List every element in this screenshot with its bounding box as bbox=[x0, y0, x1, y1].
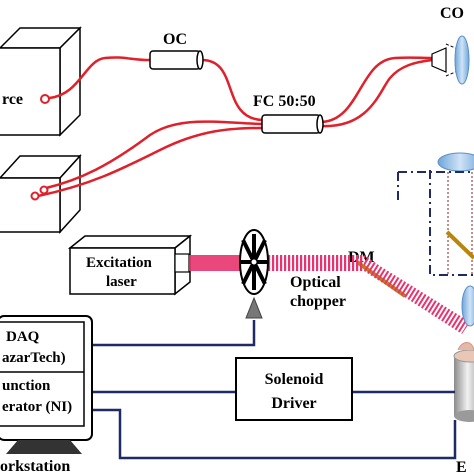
laser-beam-reflected bbox=[364, 255, 470, 334]
optical-fibers bbox=[37, 56, 433, 198]
excitation-laser: Excitation laser bbox=[67, 234, 193, 296]
fc-label: FC 50:50 bbox=[253, 93, 316, 110]
beam-guide bbox=[447, 172, 473, 275]
detector-port-2-icon bbox=[30, 191, 40, 201]
solenoid-driver: Solenoid Driver bbox=[235, 357, 353, 421]
function-generator-label-line2: erator (NI) bbox=[2, 399, 72, 415]
source-label: rce bbox=[2, 91, 23, 108]
probe-path bbox=[397, 170, 474, 276]
detector-box bbox=[0, 154, 82, 234]
focusing-lens-icon bbox=[437, 152, 474, 172]
excitation-label-line1: Excitation bbox=[86, 255, 152, 271]
bottom-right-label: E bbox=[456, 459, 467, 474]
function-generator-label-line1: unction bbox=[2, 378, 51, 394]
workstation-label: orkstation bbox=[0, 458, 70, 474]
sample-cell: E bbox=[453, 342, 474, 474]
laser-beam-chopped bbox=[266, 255, 364, 271]
daq-label-line1: DAQ bbox=[6, 329, 40, 345]
daq-label-line2: azarTech) bbox=[2, 350, 66, 366]
mirror-icon bbox=[445, 230, 474, 260]
laser-beam-solid bbox=[189, 255, 241, 271]
collimator: CO bbox=[431, 5, 470, 85]
co-label: CO bbox=[440, 5, 464, 22]
objective-lens-icon bbox=[461, 285, 474, 327]
chopper-label-line1: Optical bbox=[290, 274, 341, 291]
excitation-label-line2: laser bbox=[106, 274, 137, 290]
control-cables bbox=[92, 320, 457, 460]
solenoid-label-line1: Solenoid bbox=[265, 371, 324, 388]
fiber-coupler: FC 50:50 bbox=[253, 93, 324, 134]
oc-label: OC bbox=[163, 31, 187, 48]
light-source-box: rce bbox=[0, 26, 82, 137]
output-coupler: OC bbox=[149, 31, 204, 70]
chopper-label-line2: chopper bbox=[290, 293, 346, 310]
workstation: DAQ azarTech) unction erator (NI) orksta… bbox=[0, 315, 93, 474]
optical-chopper: Optical chopper bbox=[239, 229, 346, 319]
source-port-icon bbox=[40, 94, 50, 104]
solenoid-label-line2: Driver bbox=[271, 395, 316, 412]
